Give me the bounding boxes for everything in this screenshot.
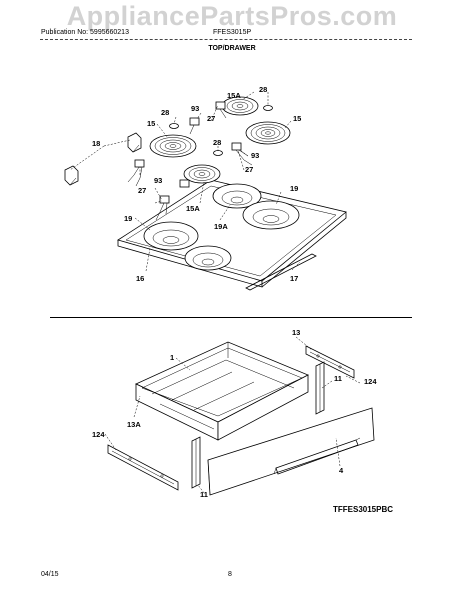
callout-label: 28: [161, 108, 169, 117]
model-number: FFES3015P: [213, 29, 252, 36]
drawing-code: TFFES3015PBC: [333, 505, 394, 514]
callout-label: 15: [147, 119, 155, 128]
callout-label: 11: [334, 374, 342, 383]
element-rings: [169, 105, 273, 156]
drip-bowl-center-rear: [212, 183, 262, 209]
drip-bowl-right: [242, 200, 300, 230]
surface-element-left-small: [183, 164, 221, 184]
side-brackets: [64, 132, 142, 186]
callout-label: 19: [290, 184, 298, 193]
drawer-assembly: 13 1 11 124 13A 124 11 4: [92, 328, 377, 499]
callout-label: 15A: [227, 91, 241, 100]
callout-label: 17: [290, 274, 298, 283]
drawer-leader-lines: [104, 336, 361, 494]
surface-element-left-large: [149, 134, 197, 158]
callout-label: 1: [170, 353, 174, 362]
drawer-front-panel: [207, 407, 375, 496]
callout-label: 93: [191, 104, 199, 113]
rear-rail: [305, 345, 355, 379]
callout-label: 124: [92, 430, 105, 439]
front-rail: [107, 444, 179, 491]
top-leader-lines: [69, 91, 301, 272]
callout-label: 4: [339, 466, 344, 475]
callout-label: 13: [292, 328, 300, 337]
callout-label: 19A: [214, 222, 228, 231]
receptacle-blocks: [134, 101, 242, 204]
callout-label: 15A: [186, 204, 200, 213]
callout-label: 11: [200, 490, 208, 499]
callout-label: 28: [213, 138, 221, 147]
callout-label: 124: [364, 377, 377, 386]
trim-strip: [245, 253, 317, 291]
section-title: TOP/DRAWER: [208, 45, 256, 52]
footer-page-number: 8: [228, 571, 232, 578]
cooktop-assembly: 28 15A 93 27 28 15 15 28 18 93 27 93 27 …: [64, 85, 347, 291]
drawer-side-brackets: [191, 361, 325, 489]
drip-bowl-left-front: [143, 221, 199, 251]
callout-label: 28: [259, 85, 267, 94]
callout-label: 16: [136, 274, 144, 283]
callout-label: 27: [245, 165, 253, 174]
drip-bowl-center-front: [184, 245, 232, 271]
callout-label: 93: [154, 176, 162, 185]
publication-number: Publication No: 5995660213: [41, 29, 129, 36]
surface-element-right-large: [245, 121, 291, 145]
watermark: AppliancePartsPros.com: [66, 1, 398, 31]
callout-label: 15: [293, 114, 301, 123]
callout-label: 13A: [127, 420, 141, 429]
footer-date: 04/15: [41, 571, 59, 578]
callout-label: 27: [207, 114, 215, 123]
header-divider: [40, 39, 412, 40]
callout-label: 93: [251, 151, 259, 160]
callout-label: 19: [124, 214, 132, 223]
drawer-box: [135, 341, 309, 441]
callout-label: 27: [138, 186, 146, 195]
section-divider: [50, 317, 412, 318]
wire-harness: [127, 108, 253, 221]
callout-label: 18: [92, 139, 100, 148]
